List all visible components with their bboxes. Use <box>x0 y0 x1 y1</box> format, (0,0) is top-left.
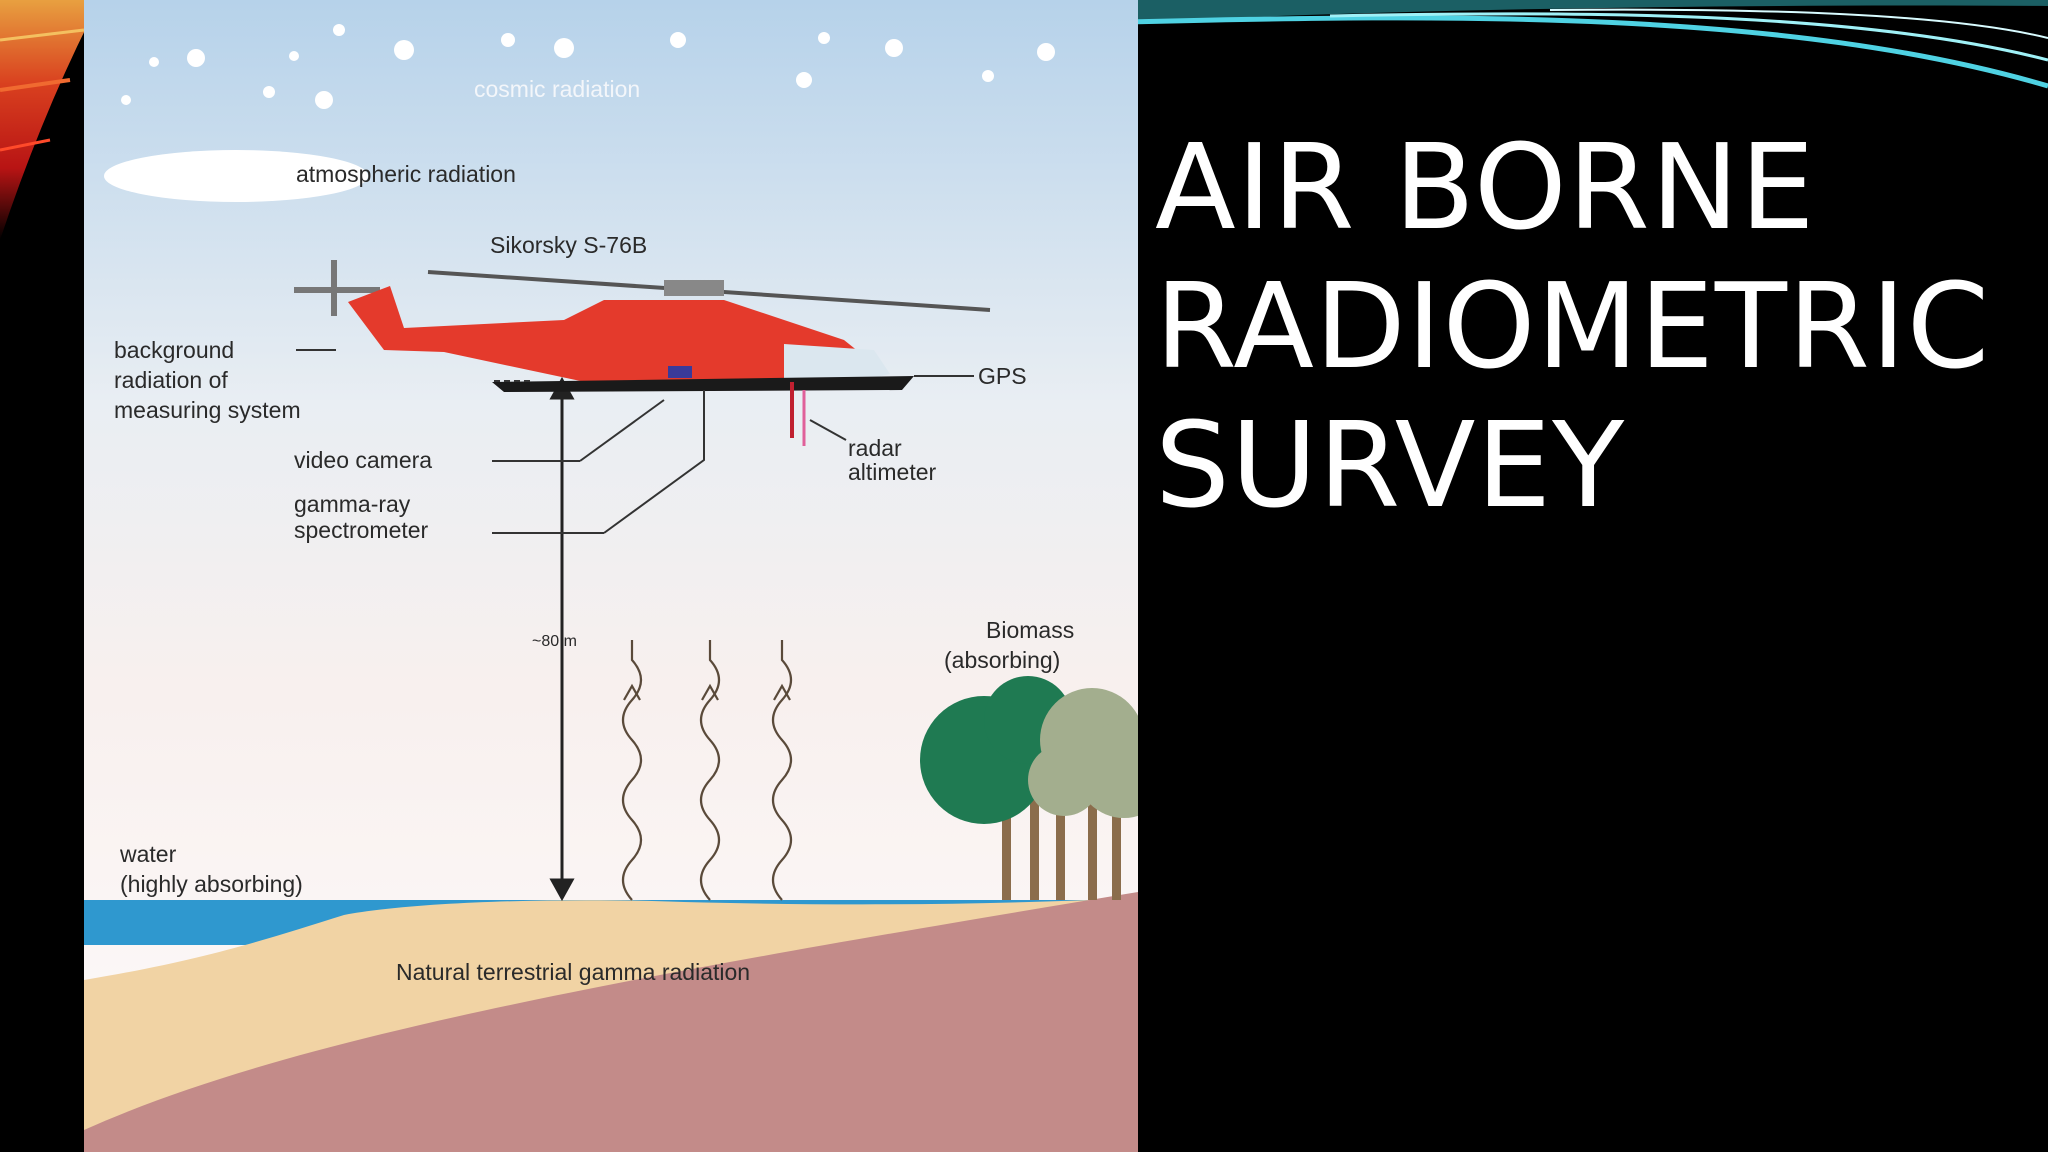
label-radar-1: radar <box>848 435 902 461</box>
earth-layer <box>84 892 1138 1152</box>
height-arrow <box>549 376 575 902</box>
label-gamma-ray-1: gamma-ray <box>294 491 411 517</box>
label-background-2: radiation of <box>114 367 228 393</box>
label-biomass-2: (absorbing) <box>944 647 1060 673</box>
label-helicopter-model: Sikorsky S-76B <box>490 232 647 258</box>
figure-canvas: cosmic radiation atmospheric radiation S… <box>84 0 1138 1152</box>
label-cosmic-radiation: cosmic radiation <box>474 76 640 102</box>
cloud <box>104 150 368 202</box>
leader-lines <box>296 349 974 534</box>
label-gps: GPS <box>978 363 1027 389</box>
label-water-2: (highly absorbing) <box>120 871 303 897</box>
trees <box>920 676 1138 900</box>
label-terrestrial-gamma: Natural terrestrial gamma radiation <box>396 959 750 985</box>
label-biomass-1: Biomass <box>986 617 1074 643</box>
helicopter <box>294 260 991 446</box>
label-height: ~80 m <box>532 633 577 650</box>
title-line-2: RADIOMETRIC <box>1155 257 1991 395</box>
label-gamma-ray-2: spectrometer <box>294 517 429 543</box>
label-water-1: water <box>119 841 177 867</box>
label-background-3: measuring system <box>114 397 301 423</box>
label-radar-2: altimeter <box>848 459 937 485</box>
decorative-streaks-left <box>0 0 90 240</box>
title-line-1: AIR BORNE <box>1155 118 1816 256</box>
title-line-3: SURVEY <box>1155 396 1626 534</box>
label-video-camera: video camera <box>294 447 432 473</box>
decorative-swoosh-top <box>1130 0 2048 89</box>
gamma-ray-waves <box>621 640 793 901</box>
label-atmospheric-radiation: atmospheric radiation <box>296 161 516 187</box>
label-background-1: background <box>114 337 234 363</box>
slide-title: AIR BORNE RADIOMETRIC SURVEY <box>1155 118 2035 535</box>
survey-figure: cosmic radiation atmospheric radiation S… <box>84 0 1138 1152</box>
stars <box>121 24 1055 109</box>
